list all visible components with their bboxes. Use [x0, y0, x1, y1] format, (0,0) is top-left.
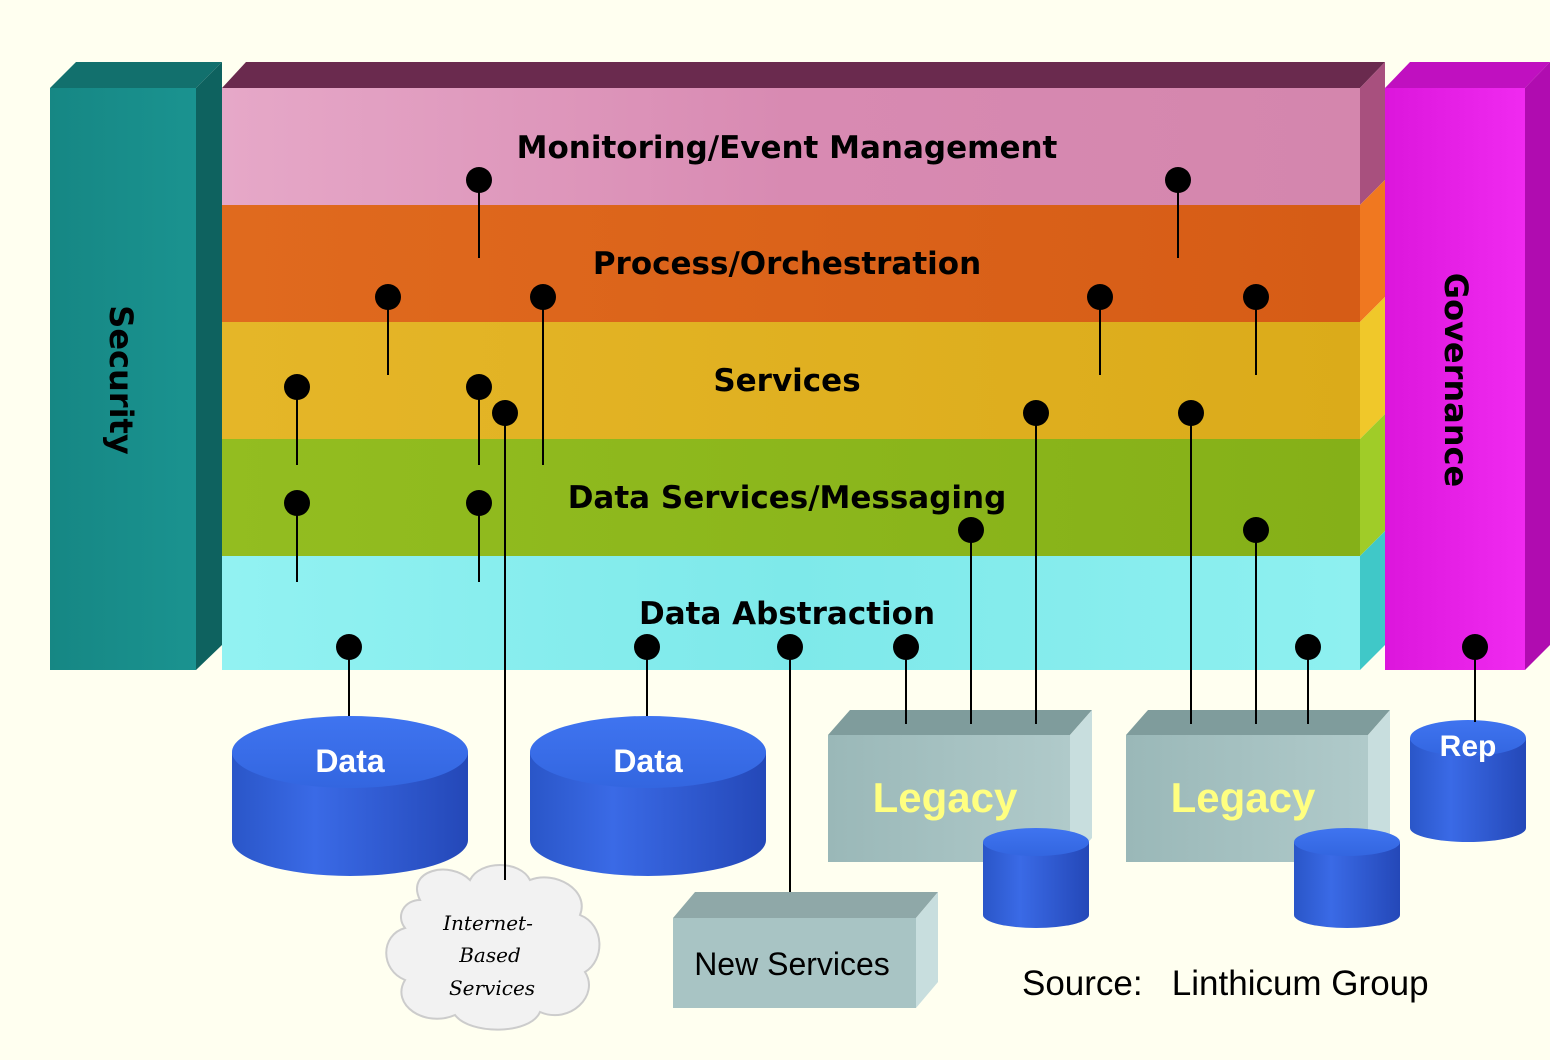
legacy-2-database: [1294, 828, 1400, 928]
internet-label-line3: Services: [449, 976, 535, 1000]
security-label: Security: [102, 305, 140, 455]
source-credit: Source: Linthicum Group: [1022, 964, 1429, 1003]
security-pillar: Security: [50, 62, 222, 670]
legacy-2-label: Legacy: [1171, 774, 1316, 821]
database-2-label: Data: [613, 743, 683, 779]
database-1-label: Data: [315, 743, 385, 779]
layer-stack: Monitoring/Event Management Process/Orch…: [222, 62, 1385, 670]
monitoring-label: Monitoring/Event Management: [517, 130, 1058, 166]
database-1: Data: [232, 716, 468, 876]
services-label: Services: [713, 363, 860, 399]
data-abstraction-label: Data Abstraction: [639, 596, 935, 632]
rep-label: Rep: [1440, 730, 1497, 763]
legacy-1-database: [983, 828, 1089, 928]
internet-label-line1: Internet-: [442, 911, 533, 935]
database-2: Data: [530, 716, 766, 876]
legacy-1-label: Legacy: [873, 774, 1018, 821]
data-services-label: Data Services/Messaging: [568, 480, 1007, 516]
stack-top-face: [222, 62, 1385, 88]
governance-pillar: Governance: [1385, 62, 1550, 670]
layer-services: Services: [222, 297, 1385, 439]
governance-label: Governance: [1437, 273, 1475, 487]
new-services-label: New Services: [694, 946, 890, 982]
connectors: [284, 167, 1488, 892]
layer-process: Process/Orchestration: [222, 180, 1385, 322]
process-label: Process/Orchestration: [593, 246, 981, 282]
internet-cloud: Internet- Based Services: [385, 864, 601, 1031]
layer-data-services: Data Services/Messaging: [222, 414, 1385, 556]
internet-label-line2: Based: [458, 943, 521, 967]
new-services-box: New Services: [673, 892, 938, 1008]
repository-database: Rep: [1410, 720, 1526, 842]
